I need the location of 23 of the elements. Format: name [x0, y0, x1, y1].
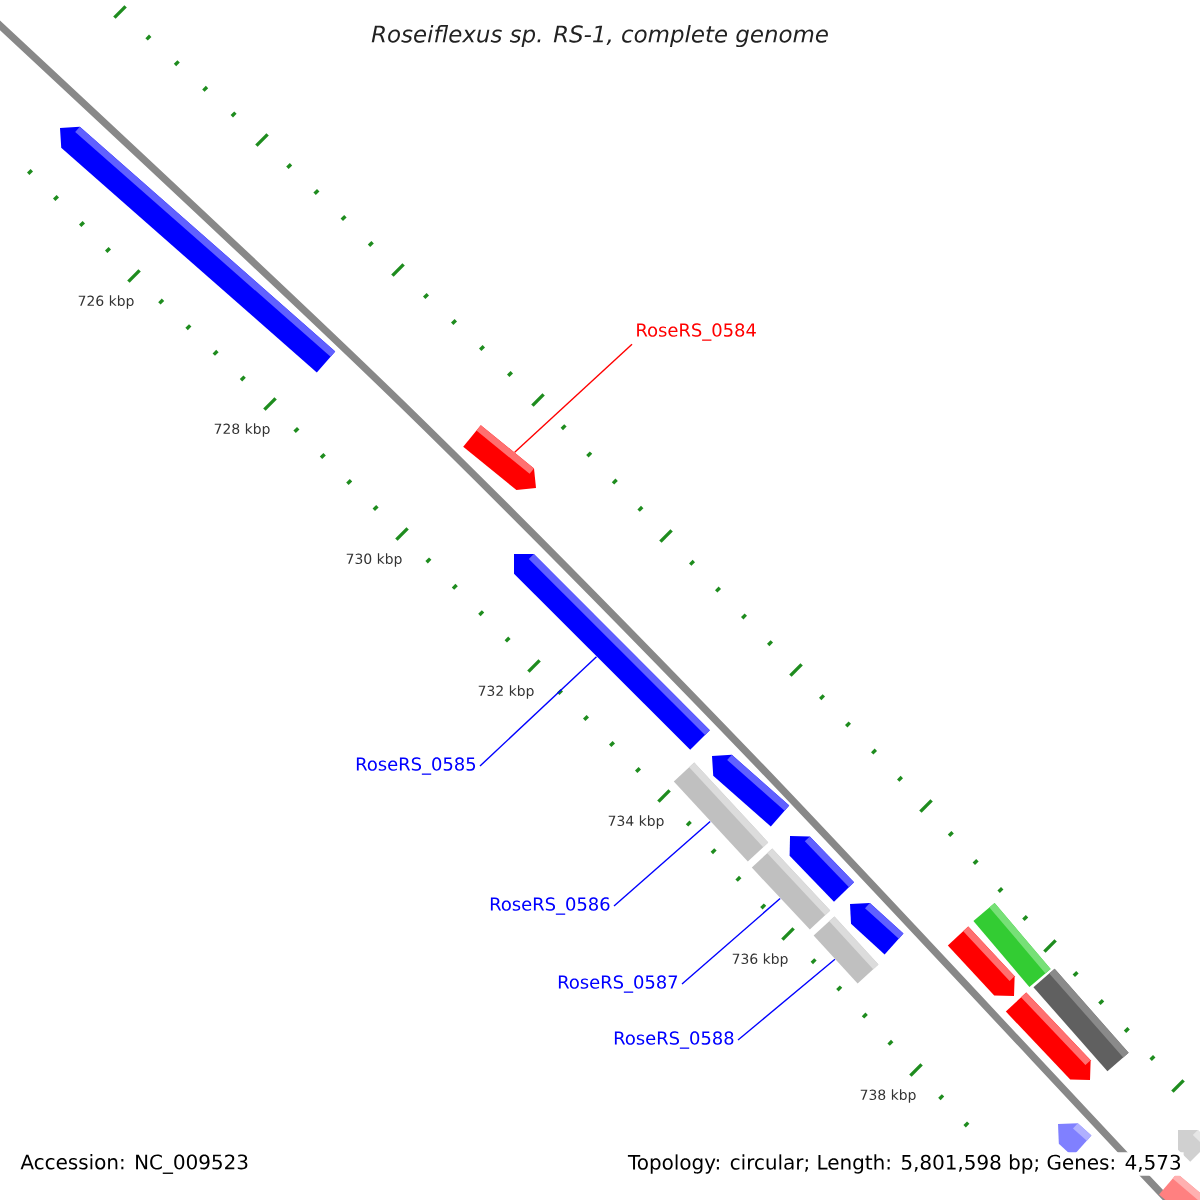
gene-feature — [947, 926, 1015, 996]
gene-feature — [60, 126, 336, 373]
gene-label: RoseRS_0588 — [614, 1031, 734, 1049]
gene-feature — [751, 848, 831, 930]
gene-feature — [1178, 1130, 1200, 1162]
leader-line — [514, 343, 633, 453]
gene-label: RoseRS_0584 — [637, 323, 756, 341]
footer-text: Accession: NC_009523 — [18, 1152, 251, 1176]
gene-feature — [813, 916, 879, 984]
gene-label: RoseRS_0585 — [356, 757, 476, 775]
gene-feature — [1159, 1173, 1200, 1200]
gene-feature — [673, 762, 769, 862]
gene-feature — [1005, 992, 1091, 1080]
gene-label: RoseRS_0586 — [490, 897, 610, 915]
gene-feature — [463, 425, 536, 490]
leader-line — [479, 656, 598, 767]
title: Roseiflexus sp. RS-1, complete genome — [371, 24, 828, 48]
leader-line — [613, 820, 711, 907]
footer-text: Topology: circular; Length: 5,801,598 bp; Genes: 4,573 — [625, 1152, 1184, 1176]
gene-label: RoseRS_0587 — [558, 975, 678, 993]
gene-feature — [514, 554, 710, 750]
leader-line — [737, 958, 836, 1041]
leader-line — [681, 897, 781, 985]
